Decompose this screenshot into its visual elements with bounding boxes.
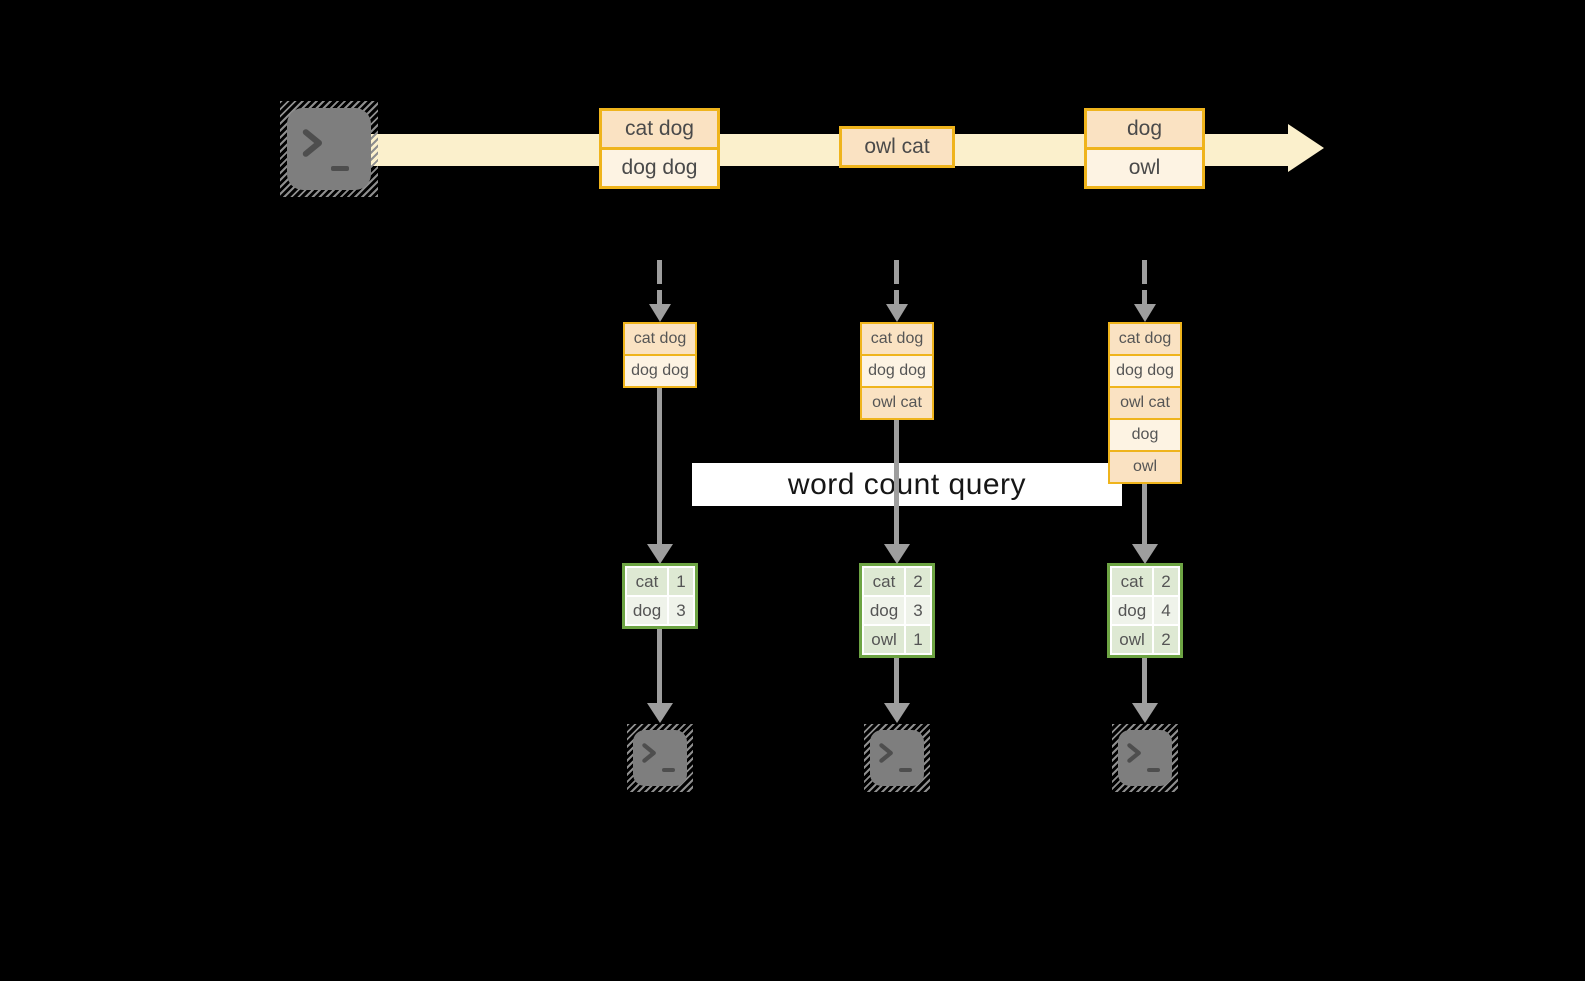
terminal-sink-icon-3 [1112,724,1178,792]
solid-arrow-shaft [894,658,899,705]
state-row: dog dog [625,356,695,386]
terminal-source-icon [280,101,378,197]
prompt-chevron-icon [302,129,322,157]
prompt-chevron-icon [879,743,893,763]
batch-row: owl [1087,150,1202,186]
dashed-arrow-segment [894,260,899,284]
word-cell: owl [864,626,904,653]
state-row: owl [1110,452,1180,482]
state-row: cat dog [862,324,932,354]
result-table-2: cat 2 dog 3 owl 1 [859,563,935,658]
state-box-3: cat dog dog dog owl cat dog owl [1108,322,1182,484]
solid-arrow-shaft [1142,484,1147,546]
batch-row: cat dog [602,111,717,147]
dashed-arrow-segment [894,290,899,306]
solid-arrowhead [1132,544,1158,564]
solid-arrowhead [884,544,910,564]
word-cell: dog [864,597,904,624]
dashed-arrowhead [1134,304,1156,322]
solid-arrow-shaft [657,629,662,705]
prompt-underscore-icon [1147,768,1160,772]
count-cell: 2 [1154,626,1178,653]
terminal-body [287,108,371,190]
state-row: dog [1110,420,1180,450]
prompt-underscore-icon [899,768,912,772]
count-cell: 2 [1154,568,1178,595]
count-cell: 1 [906,626,930,653]
word-cell: cat [864,568,904,595]
count-cell: 2 [906,568,930,595]
dashed-arrowhead [886,304,908,322]
batch-row: dog [1087,111,1202,147]
state-row: cat dog [1110,324,1180,354]
state-row: dog dog [1110,356,1180,386]
solid-arrowhead [647,703,673,723]
state-box-1: cat dog dog dog [623,322,697,388]
solid-arrow-shaft [1142,658,1147,705]
solid-arrowhead [884,703,910,723]
terminal-sink-icon-2 [864,724,930,792]
prompt-chevron-icon [1127,743,1141,763]
count-cell: 1 [669,568,693,595]
batch-row: dog dog [602,150,717,186]
dashed-arrowhead [649,304,671,322]
count-cell: 3 [669,597,693,624]
dashed-arrow-segment [1142,260,1147,284]
terminal-sink-icon-1 [627,724,693,792]
solid-arrow-shaft [894,420,899,546]
word-cell: owl [1112,626,1152,653]
dashed-arrow-segment [657,260,662,284]
result-table-1: cat 1 dog 3 [622,563,698,629]
terminal-body [1118,730,1172,786]
state-row: cat dog [625,324,695,354]
prompt-underscore-icon [662,768,675,772]
state-row: owl cat [862,388,932,418]
prompt-chevron-icon [642,743,656,763]
count-cell: 4 [1154,597,1178,624]
dashed-arrow-segment [657,290,662,306]
batch-box-1: cat dog dog dog [599,108,720,189]
result-table-3: cat 2 dog 4 owl 2 [1107,563,1183,658]
word-cell: cat [1112,568,1152,595]
dashed-arrow-segment [1142,290,1147,306]
word-count-query-label: word count query [787,467,1027,501]
batch-box-2: owl cat [839,126,955,168]
solid-arrowhead [1132,703,1158,723]
prompt-underscore-icon [331,166,349,171]
word-cell: cat [627,568,667,595]
batch-box-3: dog owl [1084,108,1205,189]
state-row: owl cat [1110,388,1180,418]
word-cell: dog [627,597,667,624]
state-box-2: cat dog dog dog owl cat [860,322,934,420]
solid-arrow-shaft [657,388,662,546]
word-cell: dog [1112,597,1152,624]
state-row: dog dog [862,356,932,386]
terminal-body [633,730,687,786]
batch-row: owl cat [842,129,952,165]
stream-arrowhead [1288,124,1324,172]
word-count-query-band: word count query [692,463,1122,506]
count-cell: 3 [906,597,930,624]
solid-arrowhead [647,544,673,564]
terminal-body [870,730,924,786]
